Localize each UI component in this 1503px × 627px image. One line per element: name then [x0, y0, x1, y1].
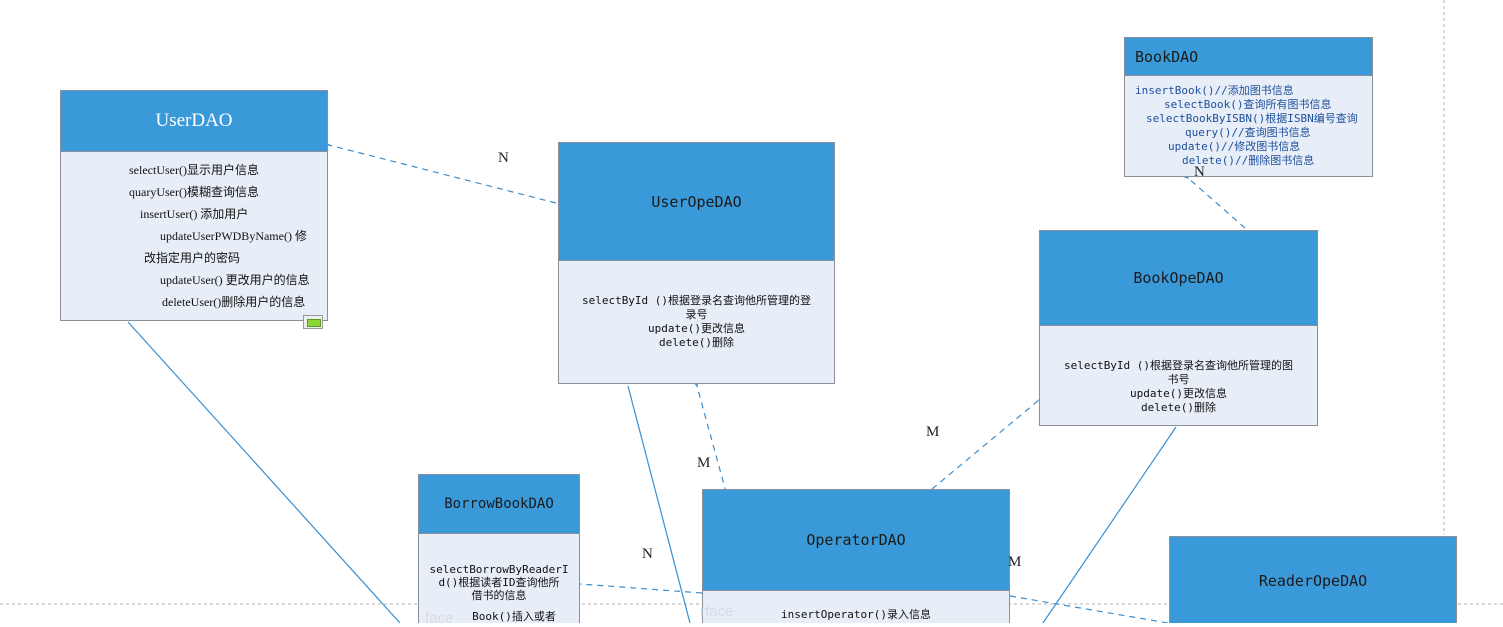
class-title-operatordao: OperatorDAO [806, 531, 906, 549]
class-header-borrowbookdao: BorrowBookDAO [419, 475, 579, 534]
method-line: 改指定用户的密码 [144, 251, 241, 265]
method-line: query()//查询图书信息 [1185, 126, 1311, 139]
method-line: 借书的信息 [471, 589, 527, 602]
method-line: update()更改信息 [648, 322, 745, 335]
method-line: selectById ()根据登录名查询他所管理的图 [1063, 359, 1294, 372]
connector-bookopedao-solid[interactable] [1042, 426, 1177, 623]
class-title-bookopedao: BookOpeDAO [1133, 269, 1224, 287]
method-line: 书号 [1167, 373, 1190, 386]
method-line: delete()//删除图书信息 [1182, 154, 1315, 167]
class-box-borrowbookdao[interactable]: BorrowBookDAO selectBorrowByReaderI d()根… [418, 474, 580, 623]
connector-operatordao-to-borrowbookdao[interactable] [565, 576, 703, 594]
method-line: Book()插入或者 [472, 610, 556, 623]
class-box-useropedao[interactable]: UserOpeDAO selectById ()根据登录名查询他所管理的登 录号… [558, 142, 835, 384]
method-line: selectById ()根据登录名查询他所管理的登 [581, 294, 812, 307]
class-header-readeropedao: ReaderOpeDAO [1170, 537, 1456, 623]
method-line: selectUser()显示用户信息 [129, 163, 259, 177]
class-box-readeropedao[interactable]: ReaderOpeDAO [1169, 536, 1457, 623]
collapse-toggle-icon[interactable] [303, 315, 323, 329]
connector-useropedao-to-userdao[interactable] [313, 135, 557, 204]
multiplicity-label: M [926, 424, 940, 440]
method-line: update()更改信息 [1130, 387, 1227, 400]
method-line: updateUser() 更改用户的信息 [160, 273, 310, 287]
connector-useropedao-solid[interactable] [627, 385, 691, 623]
connector-bookopedao-to-bookdao[interactable] [1173, 163, 1246, 229]
method-line: selectBook()查询所有图书信息 [1164, 98, 1332, 111]
multiplicity-label: M [1008, 554, 1022, 570]
class-box-userdao[interactable]: UserDAO selectUser()显示用户信息 quaryUser()模糊… [60, 90, 328, 321]
multiplicity-label: N [498, 150, 509, 166]
interface-label: rface [700, 603, 734, 620]
connector-operatordao-to-readeropedao[interactable] [1009, 595, 1169, 623]
class-header-bookdao: BookDAO [1125, 38, 1372, 76]
method-line: update()//修改图书信息 [1168, 140, 1301, 153]
class-header-bookopedao: BookOpeDAO [1040, 231, 1317, 326]
method-line: selectBorrowByReaderI [429, 563, 569, 576]
class-title-readeropedao: ReaderOpeDAO [1258, 571, 1368, 590]
method-line: insertOperator()录入信息 [781, 608, 931, 621]
class-title-borrowbookdao: BorrowBookDAO [444, 496, 554, 512]
method-line: selectBookByISBN()根据ISBN编号查询 [1146, 112, 1358, 125]
connector-userdao-solid[interactable] [127, 321, 401, 623]
interface-label: face [425, 610, 454, 627]
class-body-operatordao: insertOperator()录入信息 [703, 591, 1009, 622]
class-box-bookdao[interactable]: BookDAO insertBook()//添加图书信息 selectBook(… [1124, 37, 1373, 177]
class-title-useropedao: UserOpeDAO [651, 192, 742, 211]
class-body-borrowbookdao: selectBorrowByReaderI d()根据读者ID查询他所 借书的信… [419, 534, 579, 623]
method-line: deleteUser()删除用户的信息 [162, 295, 306, 309]
class-title-bookdao: BookDAO [1135, 47, 1199, 66]
method-line: delete()删除 [1141, 401, 1216, 414]
class-header-operatordao: OperatorDAO [703, 490, 1009, 591]
class-box-bookopedao[interactable]: BookOpeDAO selectById ()根据登录名查询他所管理的图 书号… [1039, 230, 1318, 426]
multiplicity-label: M [697, 455, 711, 471]
class-header-userdao: UserDAO [61, 91, 327, 152]
multiplicity-label: N [1194, 164, 1205, 180]
class-title-userdao: UserDAO [155, 110, 233, 131]
class-body-bookopedao: selectById ()根据登录名查询他所管理的图 书号 update()更改… [1040, 326, 1317, 415]
class-box-operatordao[interactable]: OperatorDAO insertOperator()录入信息 [702, 489, 1010, 623]
method-line: insertBook()//添加图书信息 [1135, 84, 1294, 97]
class-header-useropedao: UserOpeDAO [559, 143, 834, 261]
method-line: delete()删除 [659, 336, 734, 349]
class-body-useropedao: selectById ()根据登录名查询他所管理的登 录号 update()更改… [559, 261, 834, 350]
method-line: insertUser() 添加用户 [140, 207, 249, 221]
connector-operatordao-to-bookopedao[interactable] [931, 386, 1054, 490]
multiplicity-label: N [642, 546, 653, 562]
method-line: quaryUser()模糊查询信息 [129, 185, 259, 199]
method-line: 录号 [685, 308, 708, 321]
method-line: d()根据读者ID查询他所 [438, 576, 560, 589]
method-line: updateUserPWDByName() 修 [160, 229, 307, 243]
